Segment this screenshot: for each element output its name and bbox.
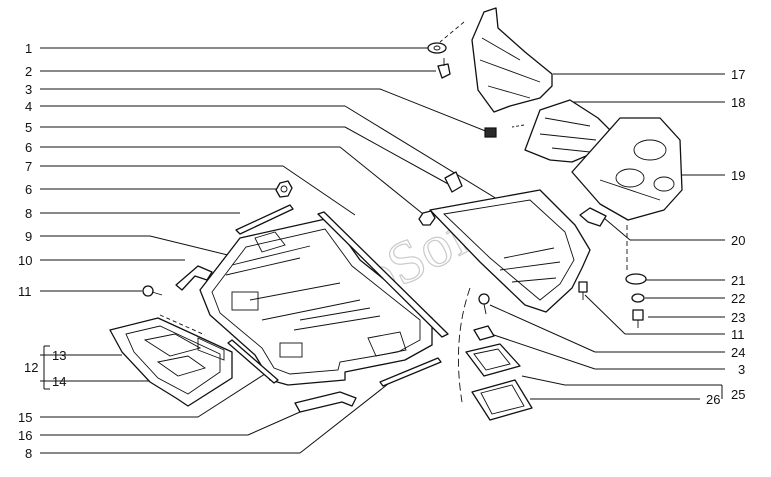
callout-13: 13 [52,348,66,363]
callout-10: 10 [18,253,32,268]
callout-25: 25 [731,387,745,402]
callout-14: 14 [52,374,66,389]
callout-15: 15 [18,410,32,425]
bracket-20 [579,207,607,227]
leader-lines-left [40,47,516,454]
clip-3-lower [473,325,495,341]
heat-shield-19 [571,117,683,221]
callout-26: 26 [706,392,720,407]
bolt-11-right [578,281,588,300]
leader-lines-right [159,21,725,403]
bolt-23 [632,309,644,328]
callout-9: 9 [25,229,32,244]
nut-6-right [418,210,436,226]
screw-11-left [142,285,163,297]
support-bracket-17 [471,7,553,113]
callout-20: 20 [731,233,745,248]
callout-11-a: 11 [18,284,32,299]
clip-3 [484,127,497,138]
callout-6-a: 6 [25,140,32,155]
angle-bracket-16 [294,391,357,413]
nut-22 [631,293,645,303]
callout-22: 22 [731,291,745,306]
washer-1 [427,42,447,54]
bolt-24 [478,293,490,315]
callout-16: 16 [18,428,32,443]
sealing-strip-bottom [379,357,442,387]
callout-5: 5 [25,120,32,135]
sealing-strip-top [235,204,294,235]
callout-7: 7 [25,159,32,174]
washer-21 [625,273,647,285]
callout-24: 24 [731,345,745,360]
bracket-4 [444,171,463,193]
underbody-shield [429,189,591,313]
callout-11-b: 11 [731,327,745,342]
callout-17: 17 [731,67,745,82]
bolt-2 [437,58,451,79]
callout-21: 21 [731,273,745,288]
callout-3: 3 [25,82,32,97]
callout-3-b: 3 [738,362,745,377]
angle-bracket-10 [175,265,213,291]
nut-6 [275,180,293,198]
side-rail [317,211,449,338]
callout-1: 1 [25,41,32,56]
sill-strip [227,339,279,384]
callout-12: 12 [24,360,38,375]
callout-19: 19 [731,168,745,183]
callout-4: 4 [25,99,32,114]
callout-23: 23 [731,310,745,325]
callout-labels: 1 2 3 4 5 6 7 6 8 9 10 11 12 13 14 15 16… [18,41,745,461]
heat-shield-assembly [109,317,233,407]
seal-pad-upper [465,343,521,377]
callout-8-a: 8 [25,206,32,221]
callout-2: 2 [25,64,32,79]
callout-18: 18 [731,95,745,110]
seal-pad-lower [471,379,533,421]
callout-6-b: 6 [25,182,32,197]
callout-8-b: 8 [25,446,32,461]
